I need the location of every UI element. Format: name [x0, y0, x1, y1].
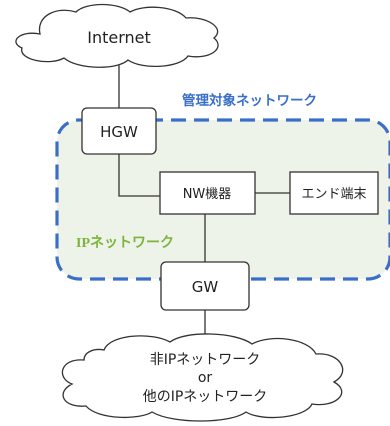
- bottom-cloud-line1: 非IPネットワーク: [150, 352, 261, 368]
- bottom-cloud-line2: or: [198, 370, 213, 386]
- end-terminal-box: [289, 171, 379, 215]
- ip-network-label: IPネットワーク: [76, 235, 174, 251]
- gw-box: [160, 261, 250, 311]
- nw-device-box: [159, 171, 256, 215]
- connector-lines: [118, 58, 290, 345]
- hgw-label: HGW: [100, 123, 138, 141]
- end-terminal-label: エンド端末: [301, 187, 366, 202]
- nw-device-label: NW機器: [183, 187, 232, 202]
- internet-label: Internet: [87, 28, 151, 47]
- hgw-box: [81, 107, 157, 155]
- bottom-cloud-line3: 他のIPネットワーク: [143, 389, 268, 405]
- link-hgw-nw-device: [118, 154, 160, 197]
- gw-label: GW: [192, 278, 219, 296]
- internet-cloud: [15, 3, 219, 68]
- managed-network-label: 管理対象ネットワーク: [182, 92, 317, 108]
- bottom-cloud: [61, 333, 344, 422]
